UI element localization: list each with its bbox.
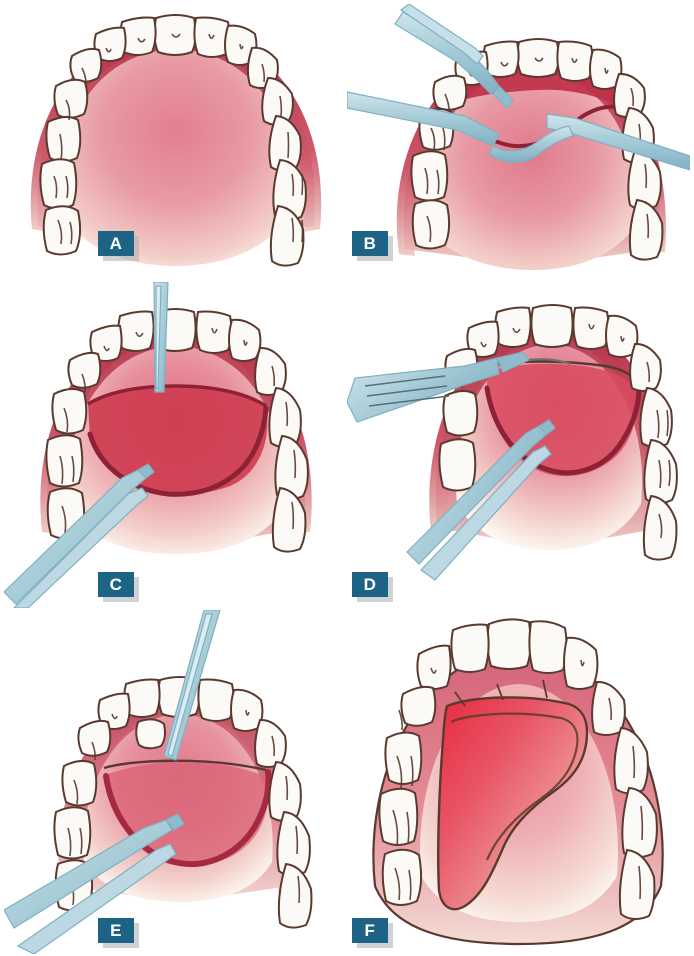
panel-label-c: C	[98, 572, 134, 597]
flap-fold-line	[450, 712, 579, 861]
tooth-grooves	[67, 709, 301, 906]
instrument-periosteal-elevator	[153, 282, 169, 393]
tooth-grooves	[53, 33, 304, 245]
teeth-row	[378, 618, 658, 920]
repositioned-flap	[437, 696, 589, 911]
tooth-fragment	[135, 718, 166, 750]
panel-label-a-text: A	[109, 234, 123, 253]
panel-label-e-text: E	[110, 921, 122, 940]
instrument-arm	[488, 125, 574, 163]
donor-bed	[88, 386, 268, 495]
panel-label-e: E	[98, 918, 134, 943]
panel-f	[347, 610, 690, 954]
instrument-tissue-forceps	[4, 463, 155, 608]
instrument-elevator	[163, 610, 221, 761]
panel-e	[4, 610, 347, 954]
flap-margin	[87, 405, 269, 497]
instrument-scalpel-handle	[347, 351, 572, 423]
panel-c	[4, 282, 347, 608]
incision-line-anterior	[87, 384, 267, 408]
panel-d	[347, 282, 690, 608]
handle-knurling	[364, 375, 450, 407]
panel-label-d-text: D	[363, 575, 377, 594]
suture-marks	[454, 679, 548, 707]
tooth-grooves	[458, 323, 671, 539]
panel-label-a: A	[98, 231, 134, 256]
instrument-tissue-forceps	[406, 419, 556, 581]
palatal-mucosa	[61, 49, 291, 266]
teeth-row	[53, 676, 313, 929]
panel-a	[4, 4, 347, 280]
tooth-grooves	[392, 659, 644, 901]
instrument-tissue-forceps	[4, 813, 185, 954]
instrument-scalpel	[394, 4, 514, 109]
flap-cut-edge	[103, 759, 267, 772]
flap-margin	[484, 385, 642, 476]
flap-margin	[103, 769, 272, 867]
panel-label-d: D	[352, 572, 388, 597]
teeth-row	[438, 304, 678, 561]
panel-label-c-text: C	[109, 575, 123, 594]
tooth-grooves	[59, 327, 297, 534]
panel-label-f-text: F	[364, 921, 376, 940]
panel-label-b: B	[352, 231, 388, 256]
panel-label-f: F	[352, 918, 388, 943]
instrument-retractor-right	[546, 113, 690, 171]
panel-label-b-text: B	[363, 234, 377, 253]
panel-b	[347, 4, 690, 280]
